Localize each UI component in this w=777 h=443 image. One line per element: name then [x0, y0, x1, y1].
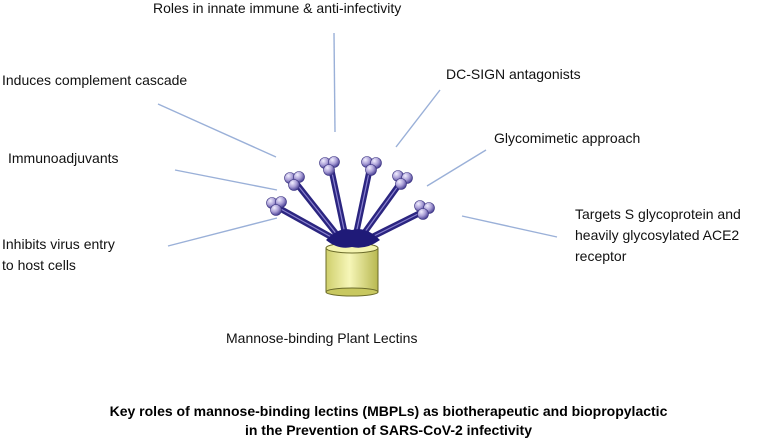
sphere-cluster-6 [414, 200, 435, 220]
connector-lines [157, 32, 558, 247]
label-innate-immune: Roles in innate immune & anti-infectivit… [153, 0, 402, 16]
sphere-cluster-3 [319, 156, 340, 176]
caption-line1: Key roles of mannose-binding lectins (MB… [109, 403, 668, 419]
center-label: Mannose-binding Plant Lectins [226, 330, 418, 346]
connector-targets [461, 215, 558, 238]
connector-innate [333, 32, 336, 133]
connector-complement [157, 103, 277, 158]
label-immunoadjuvants: Immunoadjuvants [8, 150, 119, 166]
stem-knot [326, 229, 380, 248]
sphere-clusters [266, 156, 435, 220]
label-targets-line2: heavily glycosylated ACE2 [575, 227, 740, 243]
sphere-cluster-1 [266, 196, 287, 216]
connector-glycomimetic [426, 149, 487, 187]
connector-dc-sign [395, 89, 441, 148]
label-dc-sign: DC-SIGN antagonists [446, 66, 581, 82]
label-targets-line3: receptor [575, 248, 627, 264]
label-glycomimetic: Glycomimetic approach [494, 130, 641, 146]
label-targets-line1: Targets S glycoprotein and [575, 206, 741, 222]
connector-immunoadjuvants [174, 169, 278, 191]
label-inhibits-entry-line2: to host cells [2, 257, 76, 273]
label-complement: Induces complement cascade [2, 72, 188, 88]
sphere-cluster-5 [392, 170, 413, 190]
label-inhibits-entry: Inhibits virus entry to host cells [2, 234, 115, 276]
label-inhibits-entry-line1: Inhibits virus entry [2, 236, 115, 252]
sphere-cluster-4 [361, 156, 382, 176]
connector-inhibits [167, 217, 278, 247]
lectin-base [325, 242, 379, 297]
caption-line2: in the Prevention of SARS-CoV-2 infectiv… [244, 422, 533, 438]
sphere-cluster-2 [284, 171, 305, 191]
label-targets: Targets S glycoprotein and heavily glyco… [575, 204, 741, 267]
